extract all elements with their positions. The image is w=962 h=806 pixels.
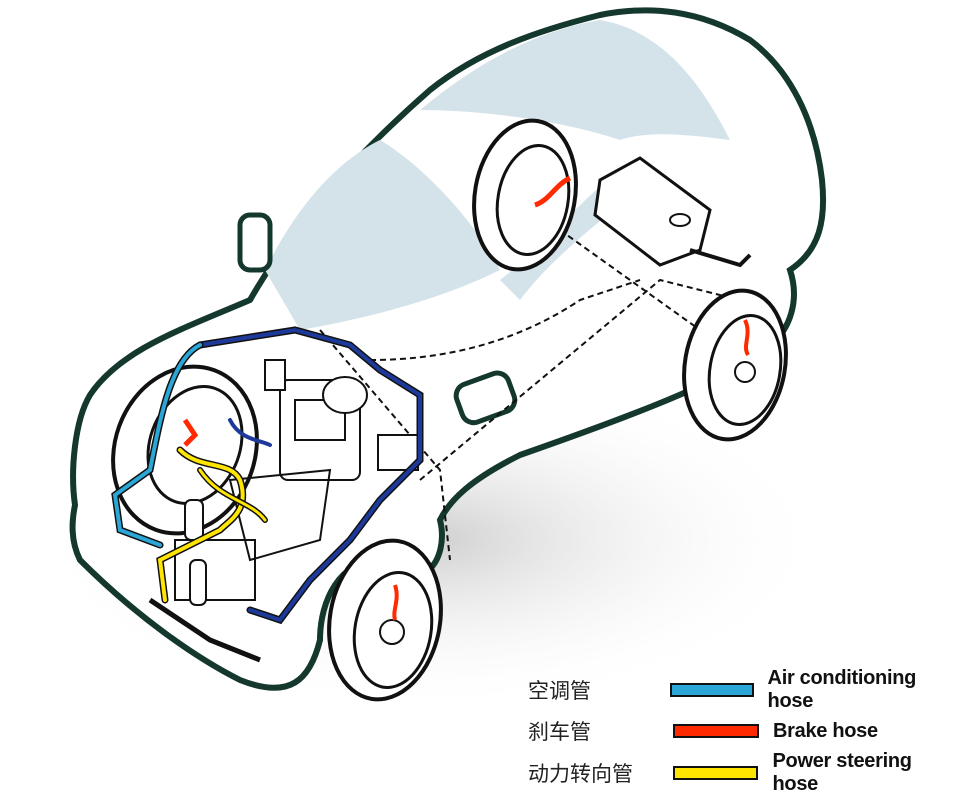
legend-label-cn: 空调管	[528, 679, 591, 703]
legend-item-ac: 空调管 Air conditioning hose	[528, 667, 962, 712]
legend-item-brake: 刹车管 Brake hose	[528, 716, 878, 746]
fuel-tank	[593, 156, 752, 268]
legend-label-en: Power steering hose	[772, 750, 912, 795]
legend-label-en: Air conditioning hose	[767, 667, 917, 712]
wheel-rear-right	[682, 288, 788, 442]
roof-glass	[420, 20, 730, 140]
front-bumper-frame	[148, 597, 261, 663]
engine-assembly	[174, 359, 419, 606]
ac-hoses	[111, 326, 424, 625]
legend-swatch	[673, 724, 759, 738]
legend-swatch	[669, 683, 754, 697]
windshield	[265, 140, 500, 330]
legend-item-power-steering: 动力转向管 Power steering hose	[528, 750, 962, 795]
wheel-front-right	[327, 538, 443, 702]
dashed-pipes	[319, 229, 741, 561]
legend-label-en: Brake hose	[773, 719, 878, 742]
door-handle	[453, 370, 518, 426]
legend-label-cn: 刹车管	[528, 720, 591, 744]
side-mirror	[237, 212, 273, 273]
legend-swatch	[672, 766, 759, 780]
power-steering-hoses	[156, 446, 268, 604]
wheel-rear-left	[472, 118, 578, 272]
legend-label-cn: 动力转向管	[528, 762, 633, 786]
